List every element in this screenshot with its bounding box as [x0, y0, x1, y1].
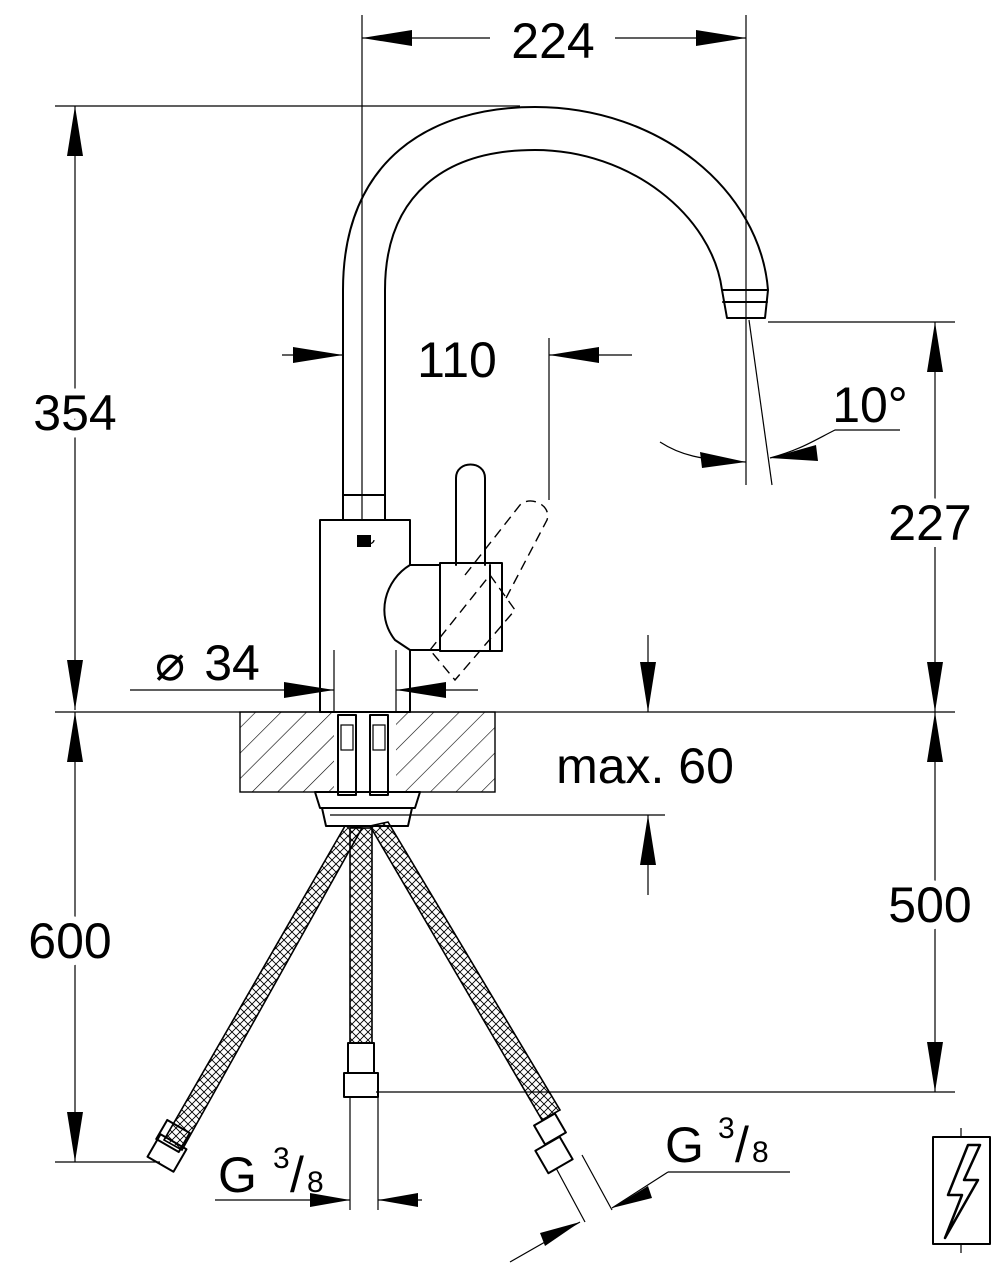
dim-spout-reach-label: 110 — [417, 332, 497, 388]
dim-diameter-label: 34 — [204, 635, 260, 691]
dim-height-total-label: 354 — [33, 385, 116, 441]
dim-hose-to-counter-label: 500 — [888, 877, 971, 933]
thread-label-left: G 3 / 8 — [215, 1142, 422, 1207]
dim-diameter: ⌀ 34 — [130, 635, 478, 712]
thread-left-den: 8 — [307, 1166, 324, 1199]
mounting-hardware — [314, 714, 421, 827]
thread-right-prefix: G — [665, 1117, 704, 1173]
thread-label-right: G 3 / 8 — [509, 1112, 790, 1263]
dim-hose-length: 600 — [21, 712, 160, 1163]
dim-spout-height-label: 227 — [888, 495, 971, 551]
lightning-bolt-icon — [932, 1128, 991, 1253]
dim-diameter-symbol: ⌀ — [155, 635, 185, 691]
thread-right-den: 8 — [752, 1136, 769, 1169]
hose-right — [368, 821, 613, 1223]
thread-right-num: 3 — [718, 1112, 735, 1145]
thread-left-num: 3 — [273, 1142, 290, 1175]
hose-left — [146, 825, 364, 1173]
dim-width-total: 224 — [361, 13, 747, 520]
thread-right-slash: / — [735, 1117, 749, 1173]
dim-hose-to-counter: 500 — [881, 712, 979, 1092]
countertop-section — [239, 711, 496, 793]
thread-left-prefix: G — [218, 1147, 257, 1203]
dim-counter-thickness-label: max. 60 — [556, 738, 734, 794]
faucet-body — [319, 519, 441, 713]
dim-spout-angle-label: 10° — [832, 377, 908, 433]
dim-width-total-label: 224 — [511, 13, 594, 69]
faucet-lever — [429, 463, 549, 682]
hose-center — [343, 827, 379, 1210]
dim-height-total: 354 — [26, 105, 520, 710]
dim-spout-height: 227 — [768, 321, 979, 712]
dim-spout-angle: 10° — [659, 319, 908, 486]
dim-counter-thickness: max. 60 — [330, 635, 734, 895]
dim-spout-reach: 110 — [282, 332, 632, 500]
thread-left-slash: / — [290, 1147, 304, 1203]
dim-hose-length-label: 600 — [28, 913, 111, 969]
